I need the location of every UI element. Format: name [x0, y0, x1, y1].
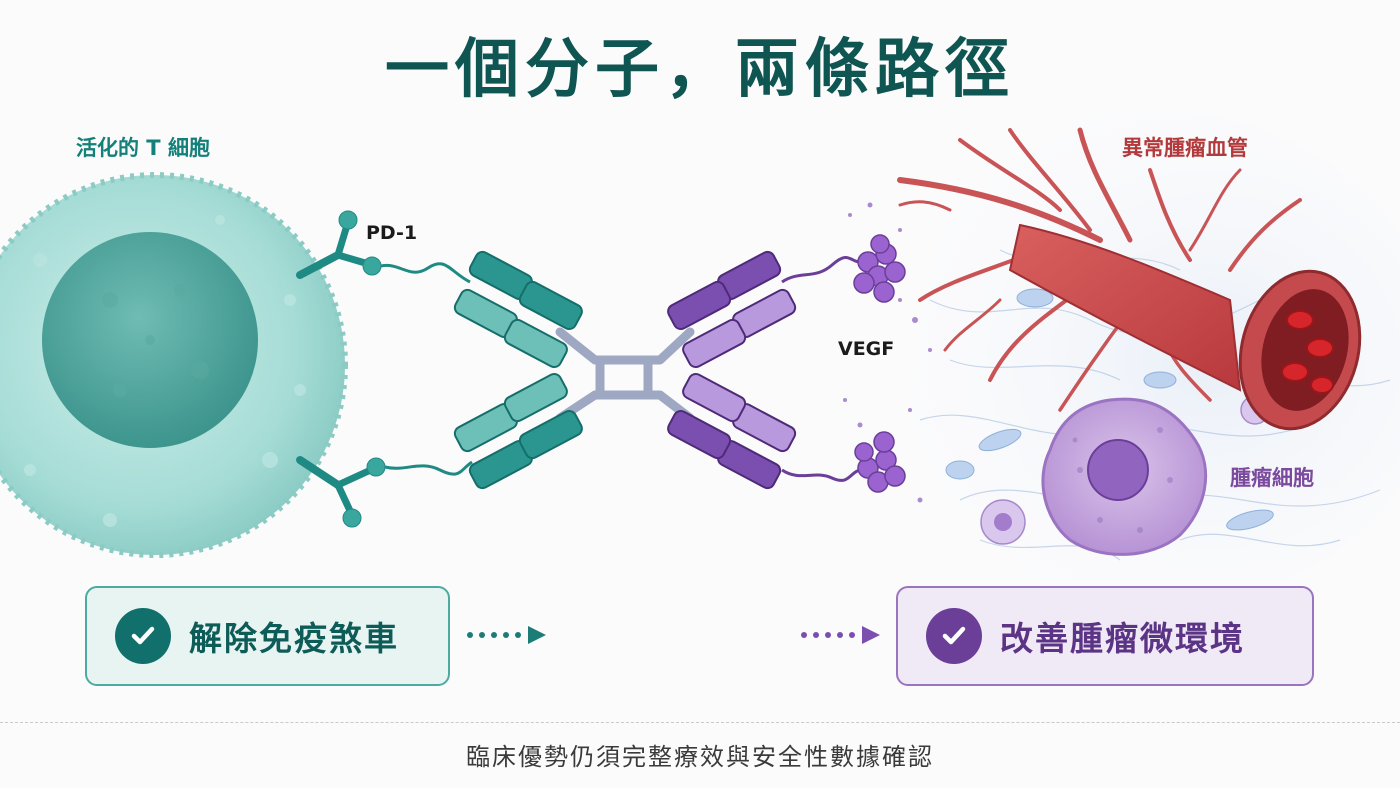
footer-note: 臨床優勢仍須完整療效與安全性數據確認 — [466, 743, 934, 771]
t-cell-label: 活化的 T 細胞 — [76, 136, 210, 160]
tumor-blood-vessel — [897, 127, 1362, 431]
outcome-immune-box: 解除免疫煞車 — [85, 586, 450, 686]
antibody-hinge — [555, 327, 695, 423]
check-circle-icon — [926, 608, 982, 664]
outcome-microenvironment-box: 改善腫瘤微環境 — [896, 586, 1314, 686]
pd1-receptor-top — [296, 210, 471, 284]
page-title: 一個分子，兩條路徑 — [385, 33, 1015, 107]
vessel-label: 異常腫瘤血管 — [1122, 136, 1248, 160]
check-circle-icon — [115, 608, 171, 664]
footer-divider — [0, 722, 1400, 723]
mechanism-illustration — [0, 110, 1400, 580]
tumor-nucleus — [1087, 439, 1149, 501]
vegf-tether-top — [781, 255, 861, 284]
pd1-receptor-bottom — [296, 456, 473, 528]
tumor-cell — [1041, 397, 1208, 556]
dotted-arrow-icon — [467, 626, 546, 644]
anti-pd1-arms — [453, 250, 583, 490]
red-blood-cells — [1281, 310, 1334, 394]
tumor-cell-label: 腫瘤細胞 — [1230, 466, 1314, 490]
t-cell — [0, 172, 348, 558]
outcome-immune-text: 解除免疫煞車 — [189, 619, 399, 658]
vegf-cluster-bottom — [854, 431, 906, 493]
anti-vegf-arms — [667, 250, 797, 490]
outcome-microenvironment-text: 改善腫瘤微環境 — [1000, 619, 1245, 658]
vegf-particles — [843, 202, 932, 503]
vegf-cluster-top — [853, 234, 906, 303]
vegf-tether-bottom — [781, 468, 861, 482]
vegf-label: VEGF — [838, 338, 895, 360]
pd1-label: PD-1 — [366, 222, 418, 244]
dotted-arrow-icon — [801, 626, 880, 644]
